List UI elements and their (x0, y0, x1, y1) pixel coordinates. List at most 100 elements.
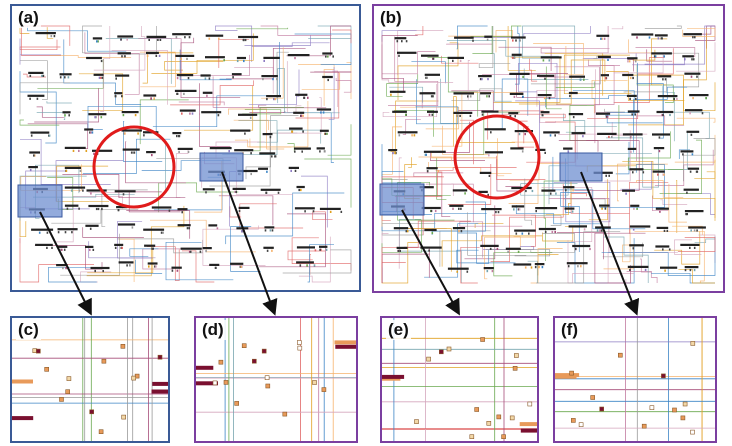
node-marker (486, 38, 489, 41)
node-marker (326, 132, 328, 135)
bus-bar (682, 55, 694, 58)
network-wire (80, 271, 112, 283)
node-marker (150, 97, 152, 100)
network-wire (436, 157, 447, 200)
network-wire (82, 227, 144, 238)
node-marker (551, 230, 554, 234)
node-marker (583, 78, 585, 81)
network-wire (55, 160, 124, 202)
node-marker (124, 132, 126, 135)
node-marker (554, 230, 556, 234)
network-wire (19, 82, 71, 115)
node-marker (171, 269, 174, 272)
node-marker (114, 95, 117, 98)
bus-bar (85, 224, 99, 227)
bus-bar (295, 93, 308, 96)
bus-bar (651, 52, 672, 55)
network-wire (694, 238, 715, 244)
node-marker (648, 36, 651, 39)
panel-label-d: (d) (200, 320, 226, 340)
network-wire (540, 26, 610, 54)
network-wire (627, 131, 684, 170)
node-marker (431, 113, 434, 116)
bus-bar (420, 246, 442, 249)
node-marker (120, 38, 122, 41)
node-marker (469, 114, 472, 117)
node-marker (95, 207, 98, 211)
panel-c-zoom: (c) (10, 316, 170, 443)
zoom-node (527, 401, 533, 407)
bus-bar (685, 109, 703, 112)
node-marker (432, 95, 434, 98)
node-marker (322, 111, 325, 114)
bus-bar (622, 189, 635, 192)
zoom-node (101, 358, 107, 364)
node-marker (571, 210, 574, 213)
node-marker (459, 59, 462, 62)
node-marker (481, 78, 483, 81)
bus-bar (535, 207, 558, 210)
bus-bar (629, 225, 651, 228)
network-wire (572, 90, 635, 116)
bus-bar (397, 131, 418, 134)
network-wire (627, 59, 634, 72)
bus-bar (540, 111, 550, 114)
bus-bar (176, 74, 194, 77)
network-wire (497, 138, 505, 177)
network-wire (249, 111, 286, 113)
node-marker (276, 78, 278, 81)
node-marker (405, 113, 407, 116)
node-marker (307, 96, 309, 99)
zoom-node (501, 434, 506, 439)
network-wire (524, 178, 533, 226)
network-diagram-a (19, 25, 352, 283)
bus-bar (293, 111, 305, 114)
bus-bar (600, 74, 609, 77)
bus-bar (483, 267, 494, 270)
network-wire (457, 232, 490, 264)
bus-bar (654, 34, 668, 37)
network-wire (178, 101, 225, 106)
node-marker (517, 250, 520, 253)
network-wire (248, 69, 300, 106)
node-marker (488, 95, 490, 98)
node-marker (481, 113, 484, 116)
network-wire (456, 249, 516, 264)
network-wire (19, 175, 87, 221)
network-wire (606, 71, 685, 101)
zoom-diagram-c (12, 318, 168, 441)
bus-bar (287, 54, 310, 57)
node-marker (555, 192, 557, 195)
zoom-node (297, 340, 302, 345)
zoom-node (680, 415, 686, 421)
node-marker (569, 94, 571, 98)
node-marker (487, 193, 489, 196)
node-marker (405, 230, 408, 233)
bus-bar (238, 35, 259, 39)
bus-bar (322, 75, 333, 79)
node-marker (187, 77, 190, 80)
network-wire (249, 138, 292, 148)
node-marker (274, 155, 276, 158)
bus-bar (28, 166, 38, 169)
panel-d-zoom: (d) (194, 316, 358, 443)
node-marker (30, 134, 33, 137)
node-marker (320, 248, 322, 251)
node-marker (460, 207, 462, 210)
network-wire (415, 26, 424, 36)
network-wire (282, 249, 352, 274)
bus-bar (511, 36, 526, 39)
network-wire (82, 25, 125, 54)
node-marker (690, 229, 692, 232)
bus-bar (630, 204, 640, 207)
node-marker (394, 152, 396, 155)
zoom-node (446, 346, 452, 352)
network-wire (553, 181, 611, 223)
node-marker (189, 250, 192, 253)
network-wire (142, 52, 194, 84)
network-wire (335, 78, 352, 93)
bus-bar (389, 90, 406, 93)
network-wire (531, 214, 562, 226)
node-marker (406, 230, 409, 233)
zoom-bus-bar (555, 374, 577, 379)
